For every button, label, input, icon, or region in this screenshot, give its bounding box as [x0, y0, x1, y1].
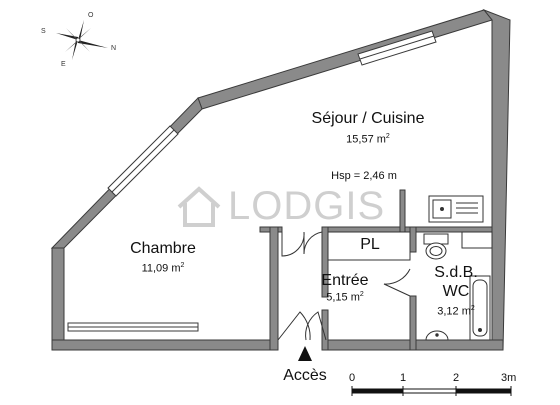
scale-tick-2: 2	[453, 372, 460, 384]
room-entree-area: 5,15 m2	[326, 291, 364, 304]
room-sdb-area: 3,12 m2	[437, 305, 475, 318]
windows	[67, 30, 437, 332]
closet-label: PL	[360, 236, 380, 253]
room-entree-area-value: 5,15 m	[326, 291, 360, 304]
entrance-arrow-icon	[298, 346, 312, 361]
compass-label-s: S	[41, 28, 46, 35]
room-sdb-area-value: 3,12 m	[437, 305, 471, 318]
room-sejour-name: Séjour / Cuisine	[311, 110, 425, 127]
room-sejour-area-sup: 2	[385, 133, 390, 140]
room-entree-name: Entrée	[321, 272, 369, 289]
bathtub-icon	[469, 275, 491, 341]
kitchen-sink-icon	[428, 195, 484, 223]
room-sdb-name: S.d.B.	[434, 264, 478, 281]
compass-label-n: N	[111, 45, 117, 52]
toilet-icon	[423, 233, 449, 260]
doors	[277, 231, 411, 341]
scale-tick-0: 0	[349, 372, 356, 384]
closet	[327, 231, 411, 261]
scale-bar	[351, 386, 512, 396]
room-wc-name: WC	[442, 283, 470, 300]
room-sejour-area-value: 15,57 m	[346, 133, 386, 146]
watermark: LODGIS	[176, 184, 385, 229]
interior-walls	[259, 189, 493, 351]
cabinet	[461, 231, 493, 249]
entrance-label: Accès	[283, 367, 327, 384]
room-chambre-name: Chambre	[130, 240, 196, 257]
compass-label-o: O	[88, 12, 94, 19]
house-icon	[177, 185, 221, 227]
room-chambre-area-value: 11,09 m	[141, 262, 181, 275]
room-chambre-area-sup: 2	[180, 262, 185, 269]
compass-label-e: E	[61, 61, 66, 68]
scale-tick-3: 3m	[501, 372, 517, 384]
washbasin-icon	[425, 330, 449, 341]
room-sdb-area-sup: 2	[470, 305, 475, 312]
room-entree-area-sup: 2	[359, 291, 364, 298]
compass-icon	[56, 20, 108, 60]
room-sejour-height: Hsp = 2,46 m	[331, 170, 397, 182]
watermark-text: LODGIS	[228, 184, 386, 228]
room-chambre-area: 11,09 m2	[142, 262, 185, 275]
room-sejour-area: 15,57 m2	[346, 133, 390, 146]
scale-tick-1: 1	[400, 372, 407, 384]
